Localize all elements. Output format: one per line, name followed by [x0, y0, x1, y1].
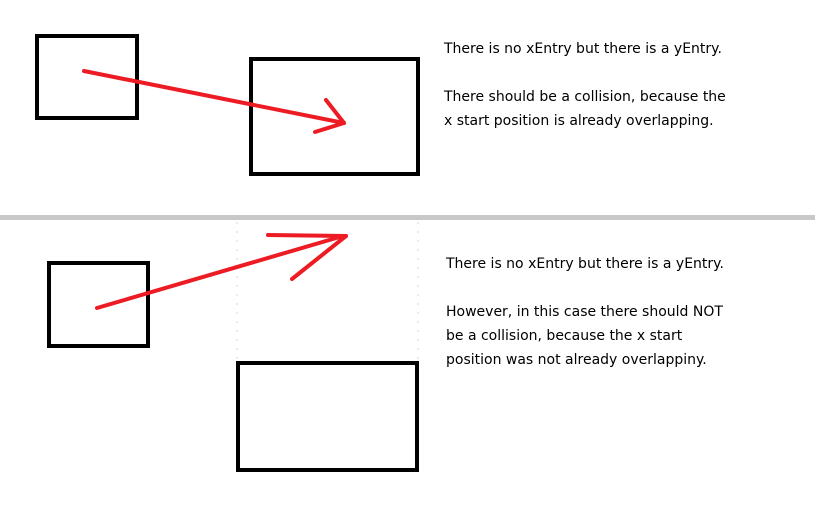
moving-box-top — [35, 34, 139, 120]
section-divider — [0, 215, 815, 220]
target-box-bottom — [236, 361, 419, 472]
velocity-arrow-top — [82, 69, 346, 134]
explanation-text-bottom: There is no xEntry but there is a yEntry… — [446, 256, 724, 368]
moving-box-bottom — [47, 261, 150, 348]
velocity-arrow-bottom — [95, 233, 348, 310]
explanation-text-top: There is no xEntry but there is a yEntry… — [444, 41, 726, 129]
target-box-top — [249, 57, 420, 176]
